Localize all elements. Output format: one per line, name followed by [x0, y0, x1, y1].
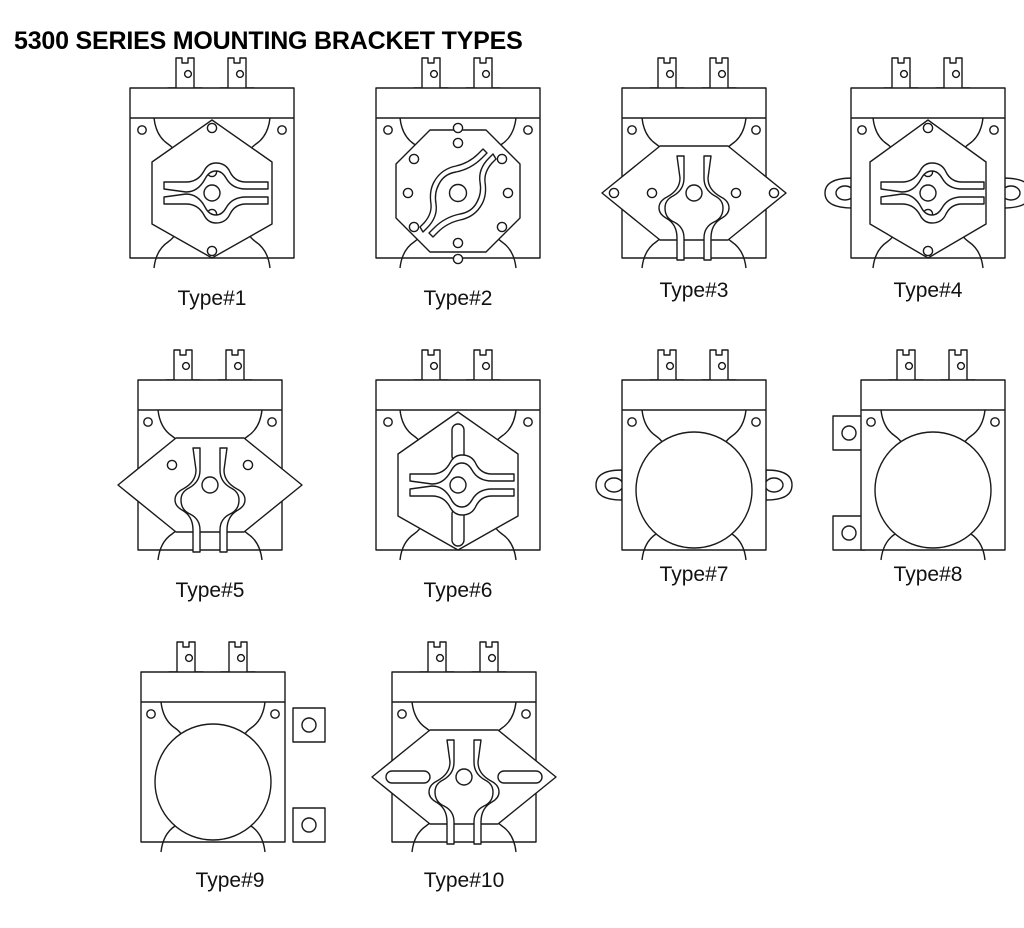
- bracket-type-grid: Type#1: [0, 46, 1024, 922]
- figure-type-7: Type#7: [566, 338, 822, 585]
- figure-type-6: Type#6: [330, 338, 586, 601]
- drawing-type-6: [375, 349, 541, 561]
- figure-label-type-1: Type#1: [177, 287, 247, 310]
- drawing-type-1: [129, 57, 295, 269]
- figure-type-4: Type#4: [800, 46, 1024, 301]
- bracket-row-1: Type#1: [0, 46, 1024, 338]
- figure-type-2: Type#2: [330, 46, 586, 309]
- bracket-row-3: Type#9: [0, 630, 1024, 922]
- figure-label-type-4: Type#4: [893, 279, 963, 302]
- drawing-type-7: [595, 349, 793, 561]
- figure-label-type-10: Type#10: [423, 869, 505, 892]
- figure-type-1: Type#1: [84, 46, 340, 309]
- drawing-type-8: [832, 349, 1006, 561]
- figure-type-10: Type#10: [336, 630, 592, 891]
- drawing-type-4: [824, 57, 1024, 269]
- figure-label-type-3: Type#3: [659, 279, 729, 302]
- figure-label-type-9: Type#9: [195, 869, 265, 892]
- drawing-type-5: [117, 349, 303, 561]
- figure-type-9: Type#9: [102, 630, 358, 891]
- figure-type-5: Type#5: [82, 338, 338, 601]
- figure-label-type-7: Type#7: [659, 563, 729, 586]
- figure-label-type-2: Type#2: [423, 287, 493, 310]
- figure-label-type-6: Type#6: [423, 579, 493, 602]
- figure-type-8: Type#8: [800, 338, 1024, 585]
- drawing-type-9: [140, 641, 326, 853]
- drawing-type-3: [601, 57, 787, 269]
- page-title: 5300 SERIES MOUNTING BRACKET TYPES: [14, 26, 523, 55]
- figure-label-type-8: Type#8: [893, 563, 963, 586]
- bracket-row-2: Type#5: [0, 338, 1024, 630]
- drawing-type-2: [375, 57, 541, 269]
- drawing-type-10: [371, 641, 557, 853]
- figure-label-type-5: Type#5: [175, 579, 245, 602]
- figure-type-3: Type#3: [566, 46, 822, 301]
